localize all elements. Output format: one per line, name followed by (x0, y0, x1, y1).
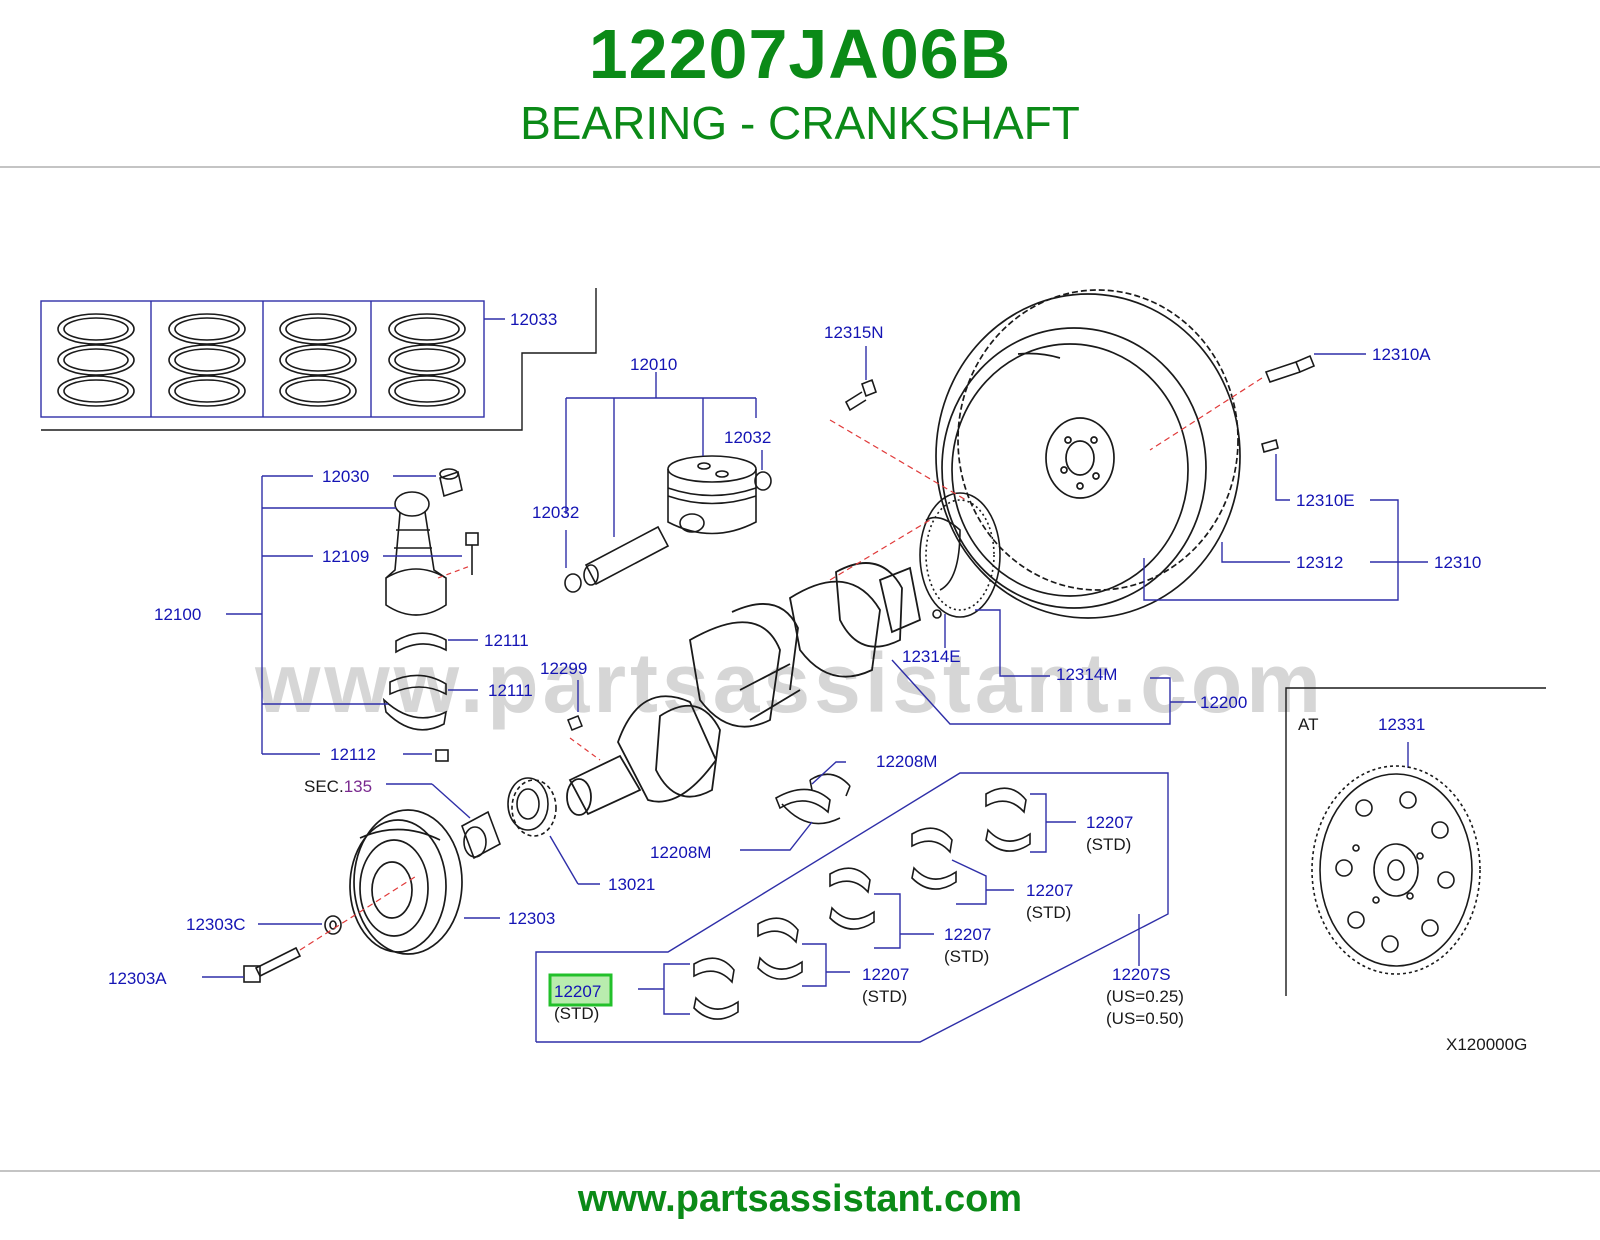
label-12312[interactable]: 12312 (1296, 553, 1343, 572)
label-12314M[interactable]: 12314M (1056, 665, 1117, 684)
std-note-c: (STD) (944, 947, 989, 966)
piston-leaders (565, 372, 763, 568)
drawing-code: X120000G (1446, 1035, 1527, 1054)
label-12310[interactable]: 12310 (1434, 553, 1481, 572)
label-12032-lower[interactable]: 12032 (532, 503, 579, 522)
ring-set-3 (279, 313, 357, 407)
label-12100[interactable]: 12100 (154, 605, 201, 624)
label-12310A[interactable]: 12310A (1372, 345, 1431, 364)
label-12315N[interactable]: 12315N (824, 323, 884, 342)
drive-plate (1311, 765, 1481, 975)
us050-note: (US=0.50) (1106, 1009, 1184, 1028)
lower-left-leaders (202, 783, 600, 978)
std-note-b: (STD) (1026, 903, 1071, 922)
std-note-highlighted: (STD) (554, 1004, 599, 1023)
footer-url[interactable]: www.partsassistant.com (577, 1178, 1023, 1220)
watermark-text: www.partsassistant.com (254, 636, 1325, 730)
crank-key (567, 715, 583, 731)
label-12207-c[interactable]: 12207 (944, 925, 991, 944)
label-12310E[interactable]: 12310E (1296, 491, 1355, 510)
label-12033[interactable]: 12033 (510, 310, 557, 329)
std-note-d: (STD) (862, 987, 907, 1006)
label-12208M-upper[interactable]: 12208M (876, 752, 937, 771)
label-12111-lower[interactable]: 12111 (488, 681, 533, 700)
highlighted-part-callout[interactable] (548, 973, 613, 1007)
pulley-dashed-axis (299, 874, 419, 951)
label-12111-upper[interactable]: 12111 (484, 631, 529, 650)
sec-number: 135 (344, 777, 372, 796)
sensor-bolt-12315N (844, 378, 877, 412)
at-label: AT (1298, 715, 1318, 734)
label-12109[interactable]: 12109 (322, 547, 369, 566)
label-13021[interactable]: 13021 (608, 875, 655, 894)
leader-12314M (975, 609, 1050, 677)
at-section (1285, 687, 1546, 996)
exploded-parts-diagram: www.partsassistant.com (40, 288, 1546, 1054)
label-12208M-lower[interactable]: 12208M (650, 843, 711, 862)
ring-set-1 (57, 313, 135, 407)
label-12303C[interactable]: 12303C (186, 915, 246, 934)
flywheel-leaders (865, 346, 1428, 601)
label-12207-highlighted[interactable]: 12207 (554, 982, 601, 1001)
main-bearing-leaders (535, 761, 1169, 1043)
label-12314E[interactable]: 12314E (902, 647, 961, 666)
page-header: 12207JA06B BEARING - CRANKSHAFT (0, 0, 1600, 170)
flywheel (935, 289, 1241, 619)
label-12303[interactable]: 12303 (508, 909, 555, 928)
flex-plate-adapter (919, 492, 1001, 619)
label-12207-d[interactable]: 12207 (862, 965, 909, 984)
ring-set-2 (168, 313, 246, 407)
rod-dashed-axis (437, 565, 471, 579)
flywheel-dashes (829, 377, 1263, 581)
sec135-sleeve (461, 810, 501, 860)
label-12010[interactable]: 12010 (630, 355, 677, 374)
std-note-a: (STD) (1086, 835, 1131, 854)
crank-dashed-axis (569, 737, 601, 761)
ring-set-4 (388, 313, 466, 407)
label-12112[interactable]: 12112 (330, 745, 376, 764)
piston-assembly (564, 455, 772, 593)
label-12303A[interactable]: 12303A (108, 969, 167, 988)
sec-reference[interactable]: SEC.135 (304, 777, 372, 796)
header-divider (0, 166, 1600, 168)
label-12207-a[interactable]: 12207 (1086, 813, 1133, 832)
label-12030[interactable]: 12030 (322, 467, 369, 486)
leader-12200 (891, 659, 1171, 725)
flywheel-dowel (1261, 439, 1279, 453)
us025-note: (US=0.25) (1106, 987, 1184, 1006)
crankshaft (566, 562, 922, 816)
flywheel-bolt (1264, 354, 1316, 383)
sec-prefix: SEC. (304, 777, 344, 796)
footer-divider (0, 1170, 1600, 1172)
pulley-washer-bolt (243, 915, 342, 983)
main-bearing-shells (693, 773, 1031, 1020)
label-12207-b[interactable]: 12207 (1026, 881, 1073, 900)
crank-pulley (349, 809, 463, 955)
connecting-rod-group (382, 468, 479, 762)
label-12331[interactable]: 12331 (1378, 715, 1425, 734)
label-12032-upper[interactable]: 12032 (724, 428, 771, 447)
connecting-rod-leaders (226, 475, 478, 755)
label-12207S[interactable]: 12207S (1112, 965, 1171, 984)
label-12200[interactable]: 12200 (1200, 693, 1247, 712)
label-12299[interactable]: 12299 (540, 659, 587, 678)
timing-sprocket (507, 777, 557, 837)
part-description-title: BEARING - CRANKSHAFT (520, 97, 1080, 149)
piston-rings-group (40, 288, 597, 431)
part-number-title: 12207JA06B (588, 15, 1012, 93)
